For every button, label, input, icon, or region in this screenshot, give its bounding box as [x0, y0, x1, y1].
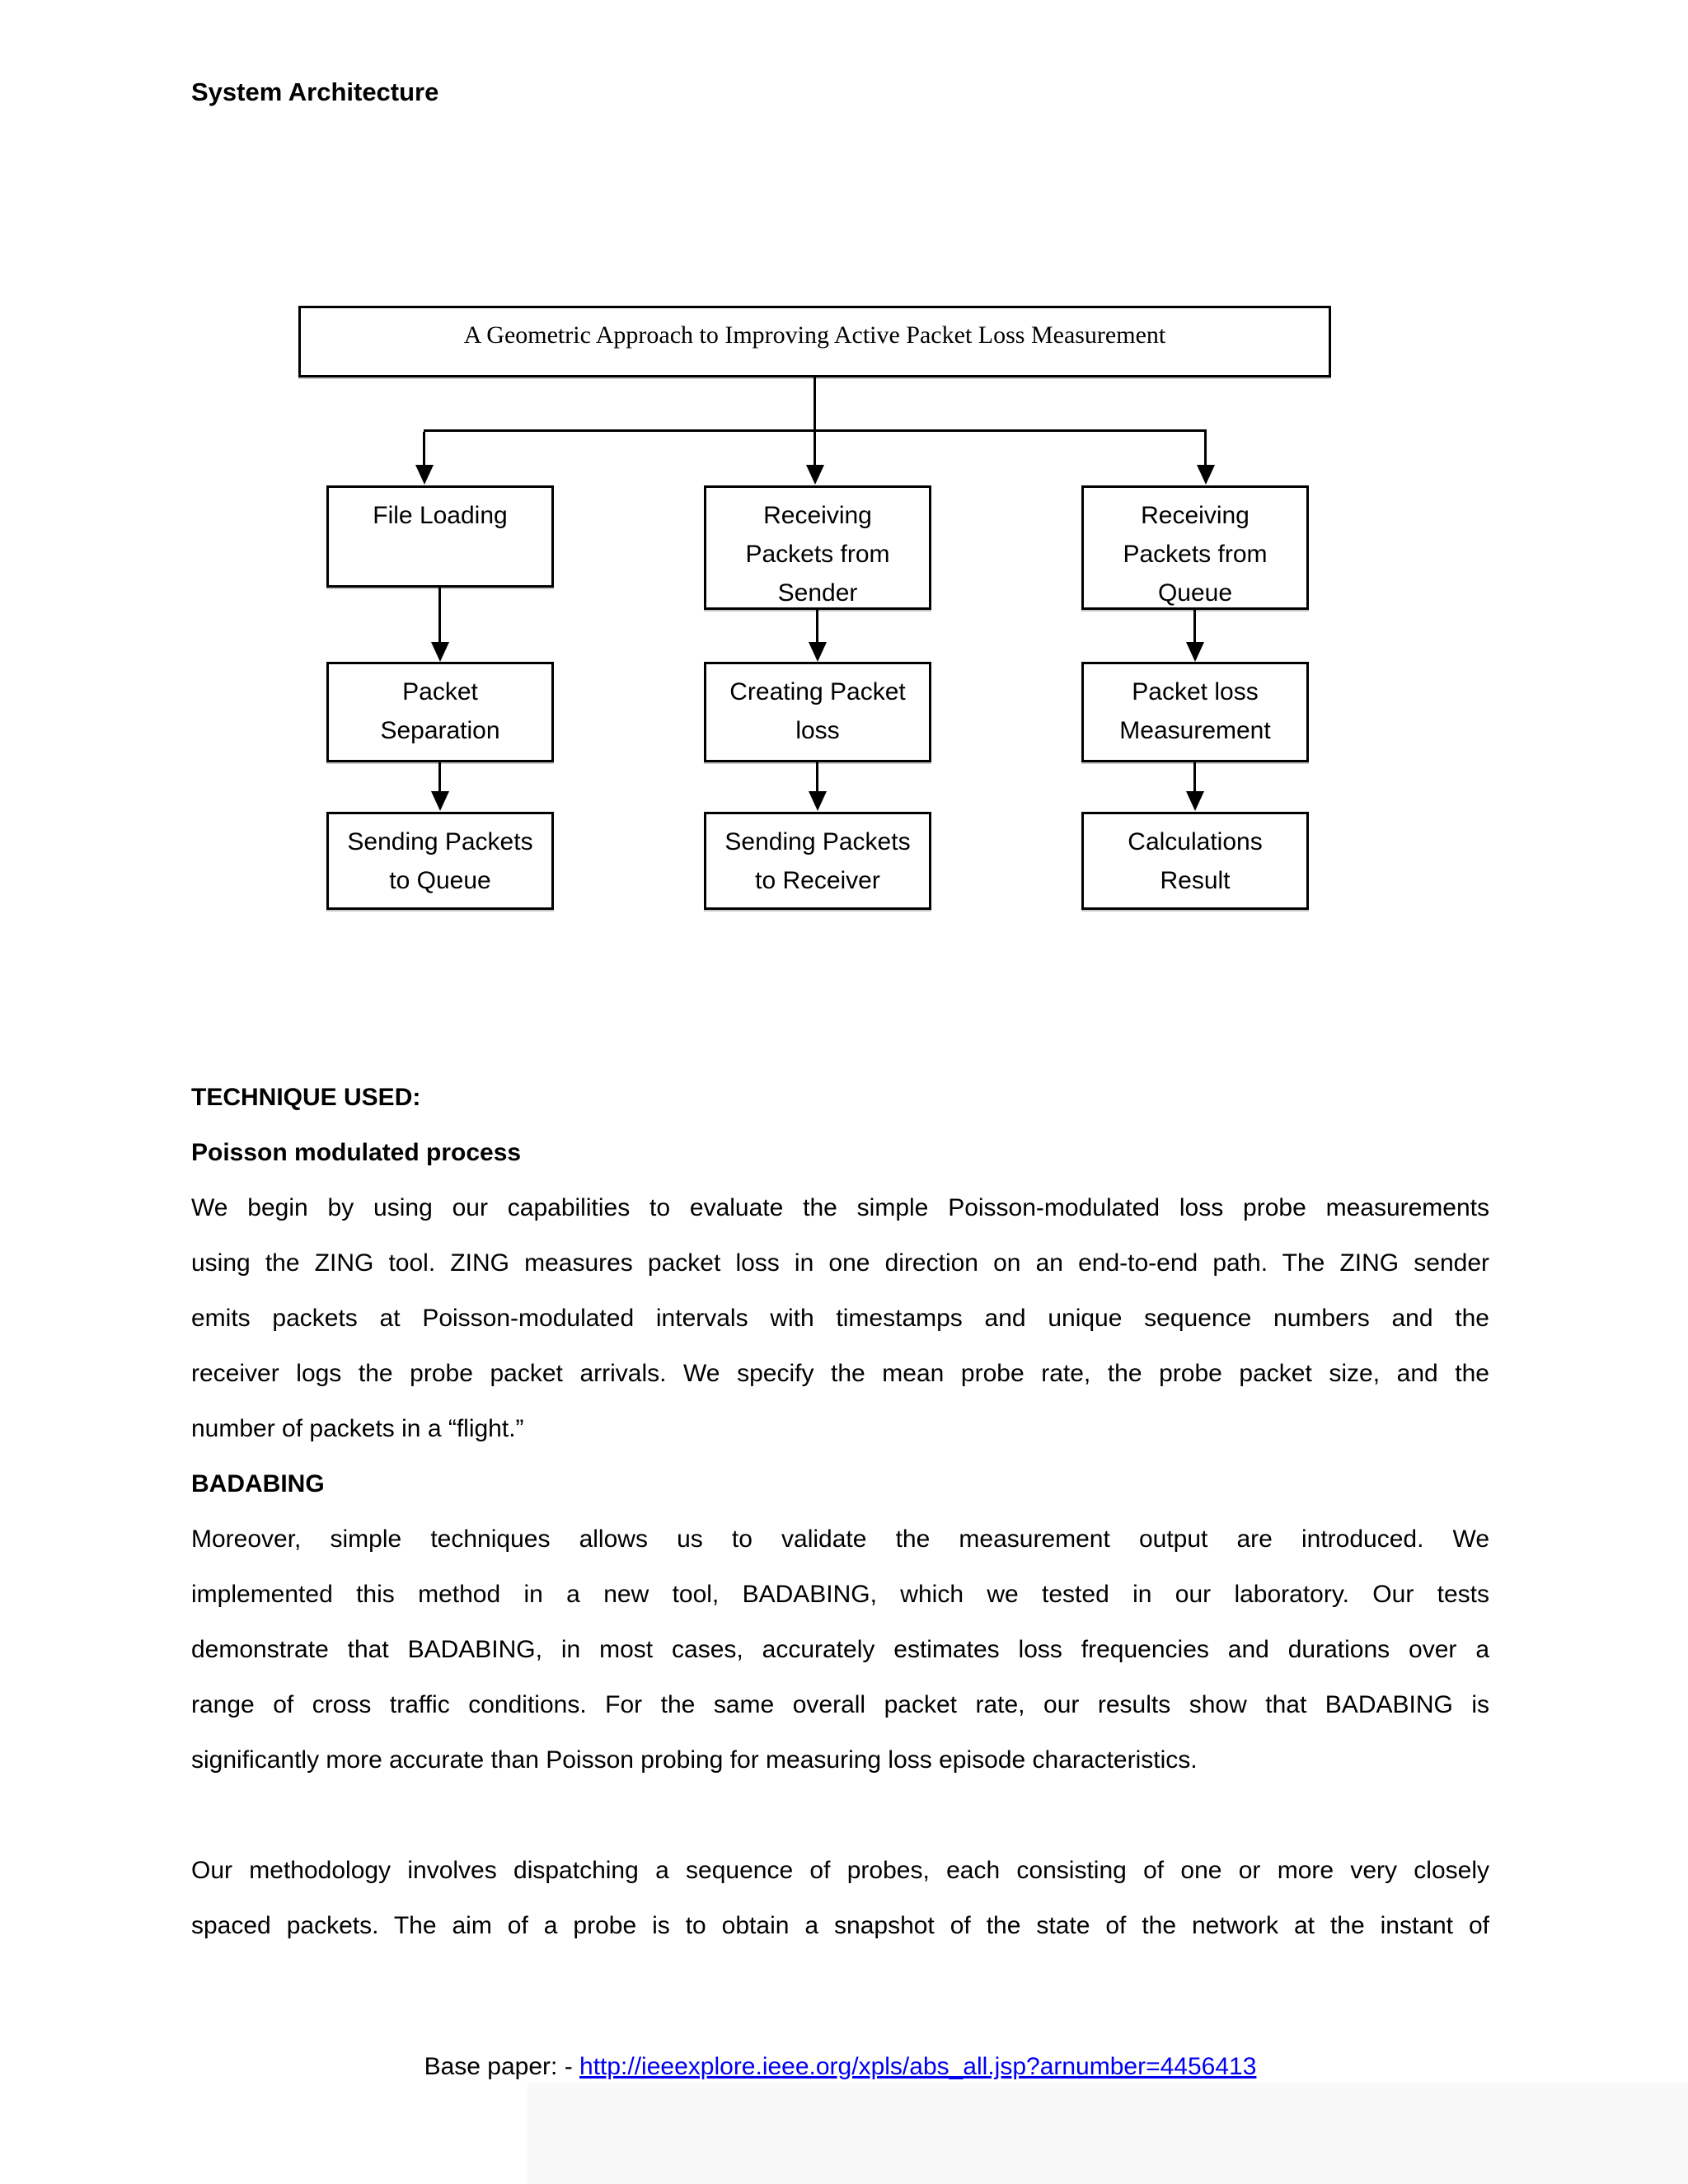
connector-line — [814, 432, 816, 468]
flowchart-box-receiving-from-queue: Receiving Packets from Queue — [1081, 485, 1309, 610]
arrowhead-icon — [415, 465, 434, 485]
poisson-paragraph: We begin by using our capabilities to ev… — [191, 1194, 1489, 1442]
flowchart-box-receiving-from-sender: Receiving Packets from Sender — [704, 485, 931, 610]
poisson-heading: Poisson modulated process — [191, 1139, 522, 1166]
body-text: TECHNIQUE USED: Poisson modulated proces… — [191, 1070, 1489, 1953]
base-paper-footer: Base paper: - http://ieeexplore.ieee.org… — [191, 2049, 1489, 2085]
connector-line — [438, 588, 441, 643]
flowchart-box-packet-loss-measurement: Packet loss Measurement — [1081, 662, 1309, 762]
connector-line — [814, 377, 816, 429]
technique-heading: TECHNIQUE USED: — [191, 1084, 421, 1111]
flowchart-box-file-loading: File Loading — [326, 485, 554, 588]
connector-line — [816, 610, 818, 643]
badabing-paragraph: Moreover, simple techniques allows us to… — [191, 1526, 1489, 1774]
connector-line — [1193, 610, 1196, 643]
connector-line — [816, 762, 818, 792]
flowchart-box-creating-packet-loss: Creating Packet loss — [704, 662, 931, 762]
arrowhead-icon — [806, 465, 824, 485]
document-heading: System Architecture — [191, 77, 439, 106]
flowchart-box-calculations-result: Calculations Result — [1081, 812, 1309, 910]
base-paper-link[interactable]: http://ieeexplore.ieee.org/xpls/abs_all.… — [579, 2053, 1257, 2080]
arrowhead-icon — [809, 791, 827, 811]
flowchart-root-box: A Geometric Approach to Improving Active… — [298, 306, 1331, 377]
arrowhead-icon — [431, 791, 449, 811]
flowchart-box-packet-separation: Packet Separation — [326, 662, 554, 762]
flowchart-box-sending-packets-to-receiver: Sending Packets to Receiver — [704, 812, 931, 910]
connector-line — [423, 432, 425, 468]
bottom-gray-bar — [528, 2083, 1688, 2184]
badabing-heading: BADABING — [191, 1470, 325, 1497]
connector-line — [1193, 762, 1196, 792]
arrowhead-icon — [1197, 465, 1215, 485]
arrowhead-icon — [1186, 791, 1204, 811]
connector-line — [438, 762, 441, 792]
base-paper-label: Base paper: - — [424, 2053, 580, 2080]
connector-line — [424, 429, 1207, 432]
connector-line — [1204, 432, 1207, 468]
methodology-paragraph: Our methodology involves dispatching a s… — [191, 1857, 1489, 1939]
arrowhead-icon — [1186, 642, 1204, 662]
arrowhead-icon — [809, 642, 827, 662]
flowchart-box-sending-packets-to-queue: Sending Packets to Queue — [326, 812, 554, 910]
arrowhead-icon — [431, 642, 449, 662]
